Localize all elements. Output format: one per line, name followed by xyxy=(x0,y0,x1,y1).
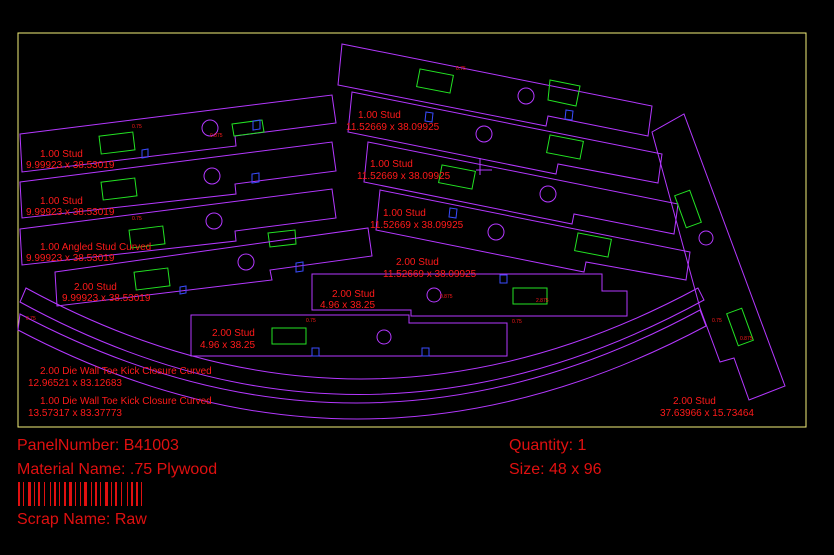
sheet-size: Size: 48 x 96 xyxy=(509,461,602,478)
sheet-boundary xyxy=(17,32,807,428)
hole-label: 0.875 xyxy=(740,336,753,342)
part-size: 13.57317 x 83.37773 xyxy=(28,408,122,419)
part-outline-top-4 xyxy=(375,189,691,281)
part-size: 11.52669 x 38.09925 xyxy=(383,269,477,280)
part-label: 1.00 Angled Stud Curved xyxy=(40,242,151,253)
part-label: 2.00 Stud xyxy=(74,282,117,293)
part-outline-left-3 xyxy=(19,188,337,266)
edge-label: 0.75 xyxy=(132,124,142,130)
part-label: 1.00 Stud xyxy=(358,110,401,121)
edge-label: 0.75 xyxy=(26,316,36,322)
edge-label: 0.75 xyxy=(306,318,316,324)
edge-label: 0.75 xyxy=(712,318,722,324)
part-size: 4.96 x 38.25 xyxy=(320,300,375,311)
part-label: 1.00 Stud xyxy=(40,149,83,160)
part-label: 1.00 Stud xyxy=(40,196,83,207)
panel-number: PanelNumber: B41003 xyxy=(17,437,179,454)
hole-label: 0.875 xyxy=(210,133,223,139)
part-size: 4.96 x 38.25 xyxy=(200,340,255,351)
part-outline-center-1 xyxy=(311,273,628,317)
part-size: 9.99923 x 38.53019 xyxy=(26,207,115,218)
part-outline-left-1 xyxy=(19,94,337,173)
edge-label: 0.75 xyxy=(512,319,522,325)
part-outline-top-2 xyxy=(347,91,663,184)
nesting-drawing: 1.00 Stud 9.99923 x 38.53019 1.00 Stud 9… xyxy=(17,32,807,428)
part-label: 2.00 Stud xyxy=(673,396,716,407)
part-size: 9.99923 x 38.53019 xyxy=(26,253,115,264)
part-outline-curved-2 xyxy=(17,309,707,420)
part-outline-right xyxy=(651,113,786,401)
part-size: 12.96521 x 83.12683 xyxy=(28,378,122,389)
scrap-name: Scrap Name: Raw xyxy=(17,511,147,528)
barcode xyxy=(18,482,142,506)
hole-label: 0.875 xyxy=(440,294,453,300)
part-label: 2.00 Die Wall Toe Kick Closure Curved xyxy=(40,366,212,377)
part-label: 2.00 Stud xyxy=(332,289,375,300)
part-outline-left-4 xyxy=(54,227,373,307)
quantity: Quantity: 1 xyxy=(509,437,587,454)
part-size: 37.63966 x 15.73464 xyxy=(660,408,754,419)
part-size: 11.52669 x 38.09925 xyxy=(346,122,440,133)
part-size: 11.52669 x 38.09925 xyxy=(370,220,464,231)
slot-label: 2.875 xyxy=(536,298,549,304)
part-label: 1.00 Stud xyxy=(370,159,413,170)
part-label: 1.00 Stud xyxy=(383,208,426,219)
part-outline-top-1 xyxy=(337,43,653,137)
edge-label: 0.75 xyxy=(132,216,142,222)
part-outline-left-2 xyxy=(19,141,337,219)
part-label: 1.00 Die Wall Toe Kick Closure Curved xyxy=(40,396,212,407)
part-outline-curved-1 xyxy=(19,287,705,395)
part-label: 2.00 Stud xyxy=(396,257,439,268)
part-size: 9.99923 x 38.53019 xyxy=(26,160,115,171)
material-name: Material Name: .75 Plywood xyxy=(17,461,218,478)
part-size: 11.52669 x 38.09925 xyxy=(357,171,451,182)
part-size: 9.99923 x 38.53019 xyxy=(62,293,151,304)
edge-label: 0.75 xyxy=(456,66,466,72)
part-label: 2.00 Stud xyxy=(212,328,255,339)
